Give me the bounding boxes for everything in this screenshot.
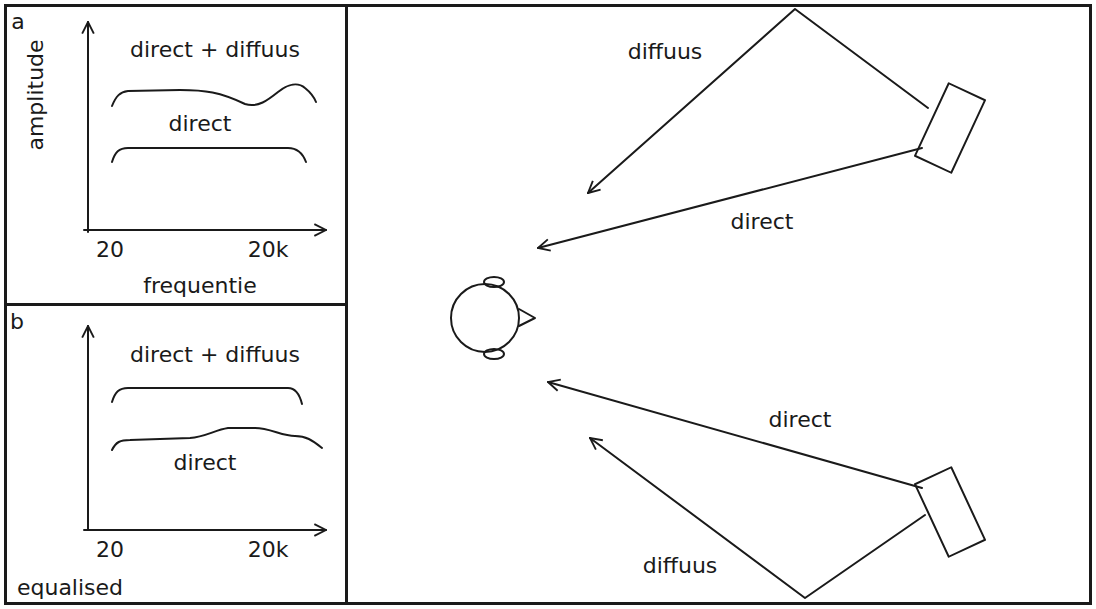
spectrum-curve: [112, 388, 302, 404]
axis-title: amplitude: [24, 37, 48, 152]
reflected-sound-path: [588, 9, 928, 193]
spectrum-curve: [112, 85, 316, 106]
curve-label: direct + diffuus: [128, 38, 302, 62]
y-axis: [87, 326, 89, 530]
x-axis: [84, 529, 326, 531]
direct-sound-path: [548, 382, 922, 488]
y-axis: [87, 22, 89, 232]
listener-head: [451, 284, 519, 352]
panel-box: b direct + diffuus direct 20 20k equalised: [4, 303, 348, 605]
reflected-sound-path: [590, 438, 925, 598]
spectrum-curve: [112, 428, 322, 450]
curve-label: direct: [167, 112, 234, 136]
loudspeaker: [915, 467, 985, 556]
curve-label: direct: [172, 451, 239, 475]
axis-tick: 20: [94, 238, 126, 262]
spectrum-curve: [112, 148, 306, 162]
x-axis: [84, 229, 326, 231]
direct-sound-path: [538, 148, 922, 248]
ear: [484, 349, 504, 359]
ear: [484, 277, 504, 287]
nose: [519, 309, 535, 326]
axis-tick: 20k: [246, 538, 291, 562]
axis-tick: 20k: [246, 238, 291, 262]
curve-label: direct + diffuus: [128, 343, 302, 367]
panel-letter: b: [8, 310, 26, 334]
axis-title: frequentie: [141, 274, 259, 298]
path-label: direct: [729, 210, 796, 234]
path-label: diffuus: [626, 40, 705, 64]
panel-note: equalised: [15, 576, 125, 600]
panel-box: a amplitude direct + diffuus direct 20 20k fre…: [4, 4, 348, 306]
loudspeaker: [915, 83, 985, 172]
path-label: diffuus: [641, 554, 720, 578]
path-label: direct: [767, 408, 834, 432]
panel-box: diffuus direct direct diffuus: [345, 4, 1092, 605]
panel-letter: a: [9, 10, 26, 34]
axis-tick: 20: [94, 538, 126, 562]
